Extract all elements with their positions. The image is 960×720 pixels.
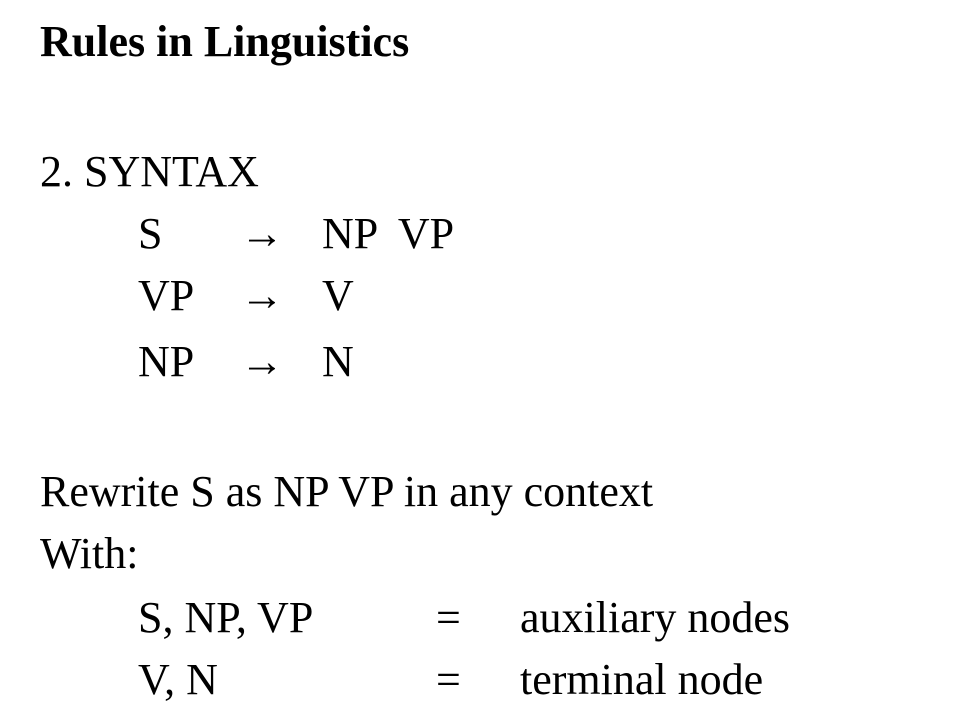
- rewrite-text: Rewrite S as NP VP in any context: [40, 467, 654, 516]
- rule-lhs: S: [138, 209, 163, 258]
- with-label: With:: [40, 529, 139, 578]
- definition-equals: =: [436, 655, 461, 704]
- rule-row: S → NP VP: [0, 210, 960, 258]
- slide-title: Rules in Linguistics: [40, 17, 410, 66]
- rule-row: NP → N: [0, 338, 960, 386]
- definition-term: S, NP, VP: [138, 593, 314, 642]
- definition-equals: =: [436, 593, 461, 642]
- rule-rhs: NP VP: [322, 209, 455, 258]
- definition-meaning: terminal node: [520, 655, 764, 704]
- arrow-icon: →: [240, 271, 284, 320]
- arrow-icon: →: [240, 209, 284, 258]
- section-heading: 2. SYNTAX: [40, 147, 259, 196]
- rule-lhs: NP: [138, 337, 195, 386]
- rule-rhs: N: [322, 337, 354, 386]
- rule-rhs: V: [322, 271, 354, 320]
- rule-row: VP → V: [0, 272, 960, 320]
- definition-row: S, NP, VP = auxiliary nodes: [0, 594, 960, 642]
- rule-lhs: VP: [138, 271, 195, 320]
- arrow-icon: →: [240, 337, 284, 386]
- definition-meaning: auxiliary nodes: [520, 593, 791, 642]
- definition-row: V, N = terminal node: [0, 656, 960, 704]
- definition-term: V, N: [138, 655, 218, 704]
